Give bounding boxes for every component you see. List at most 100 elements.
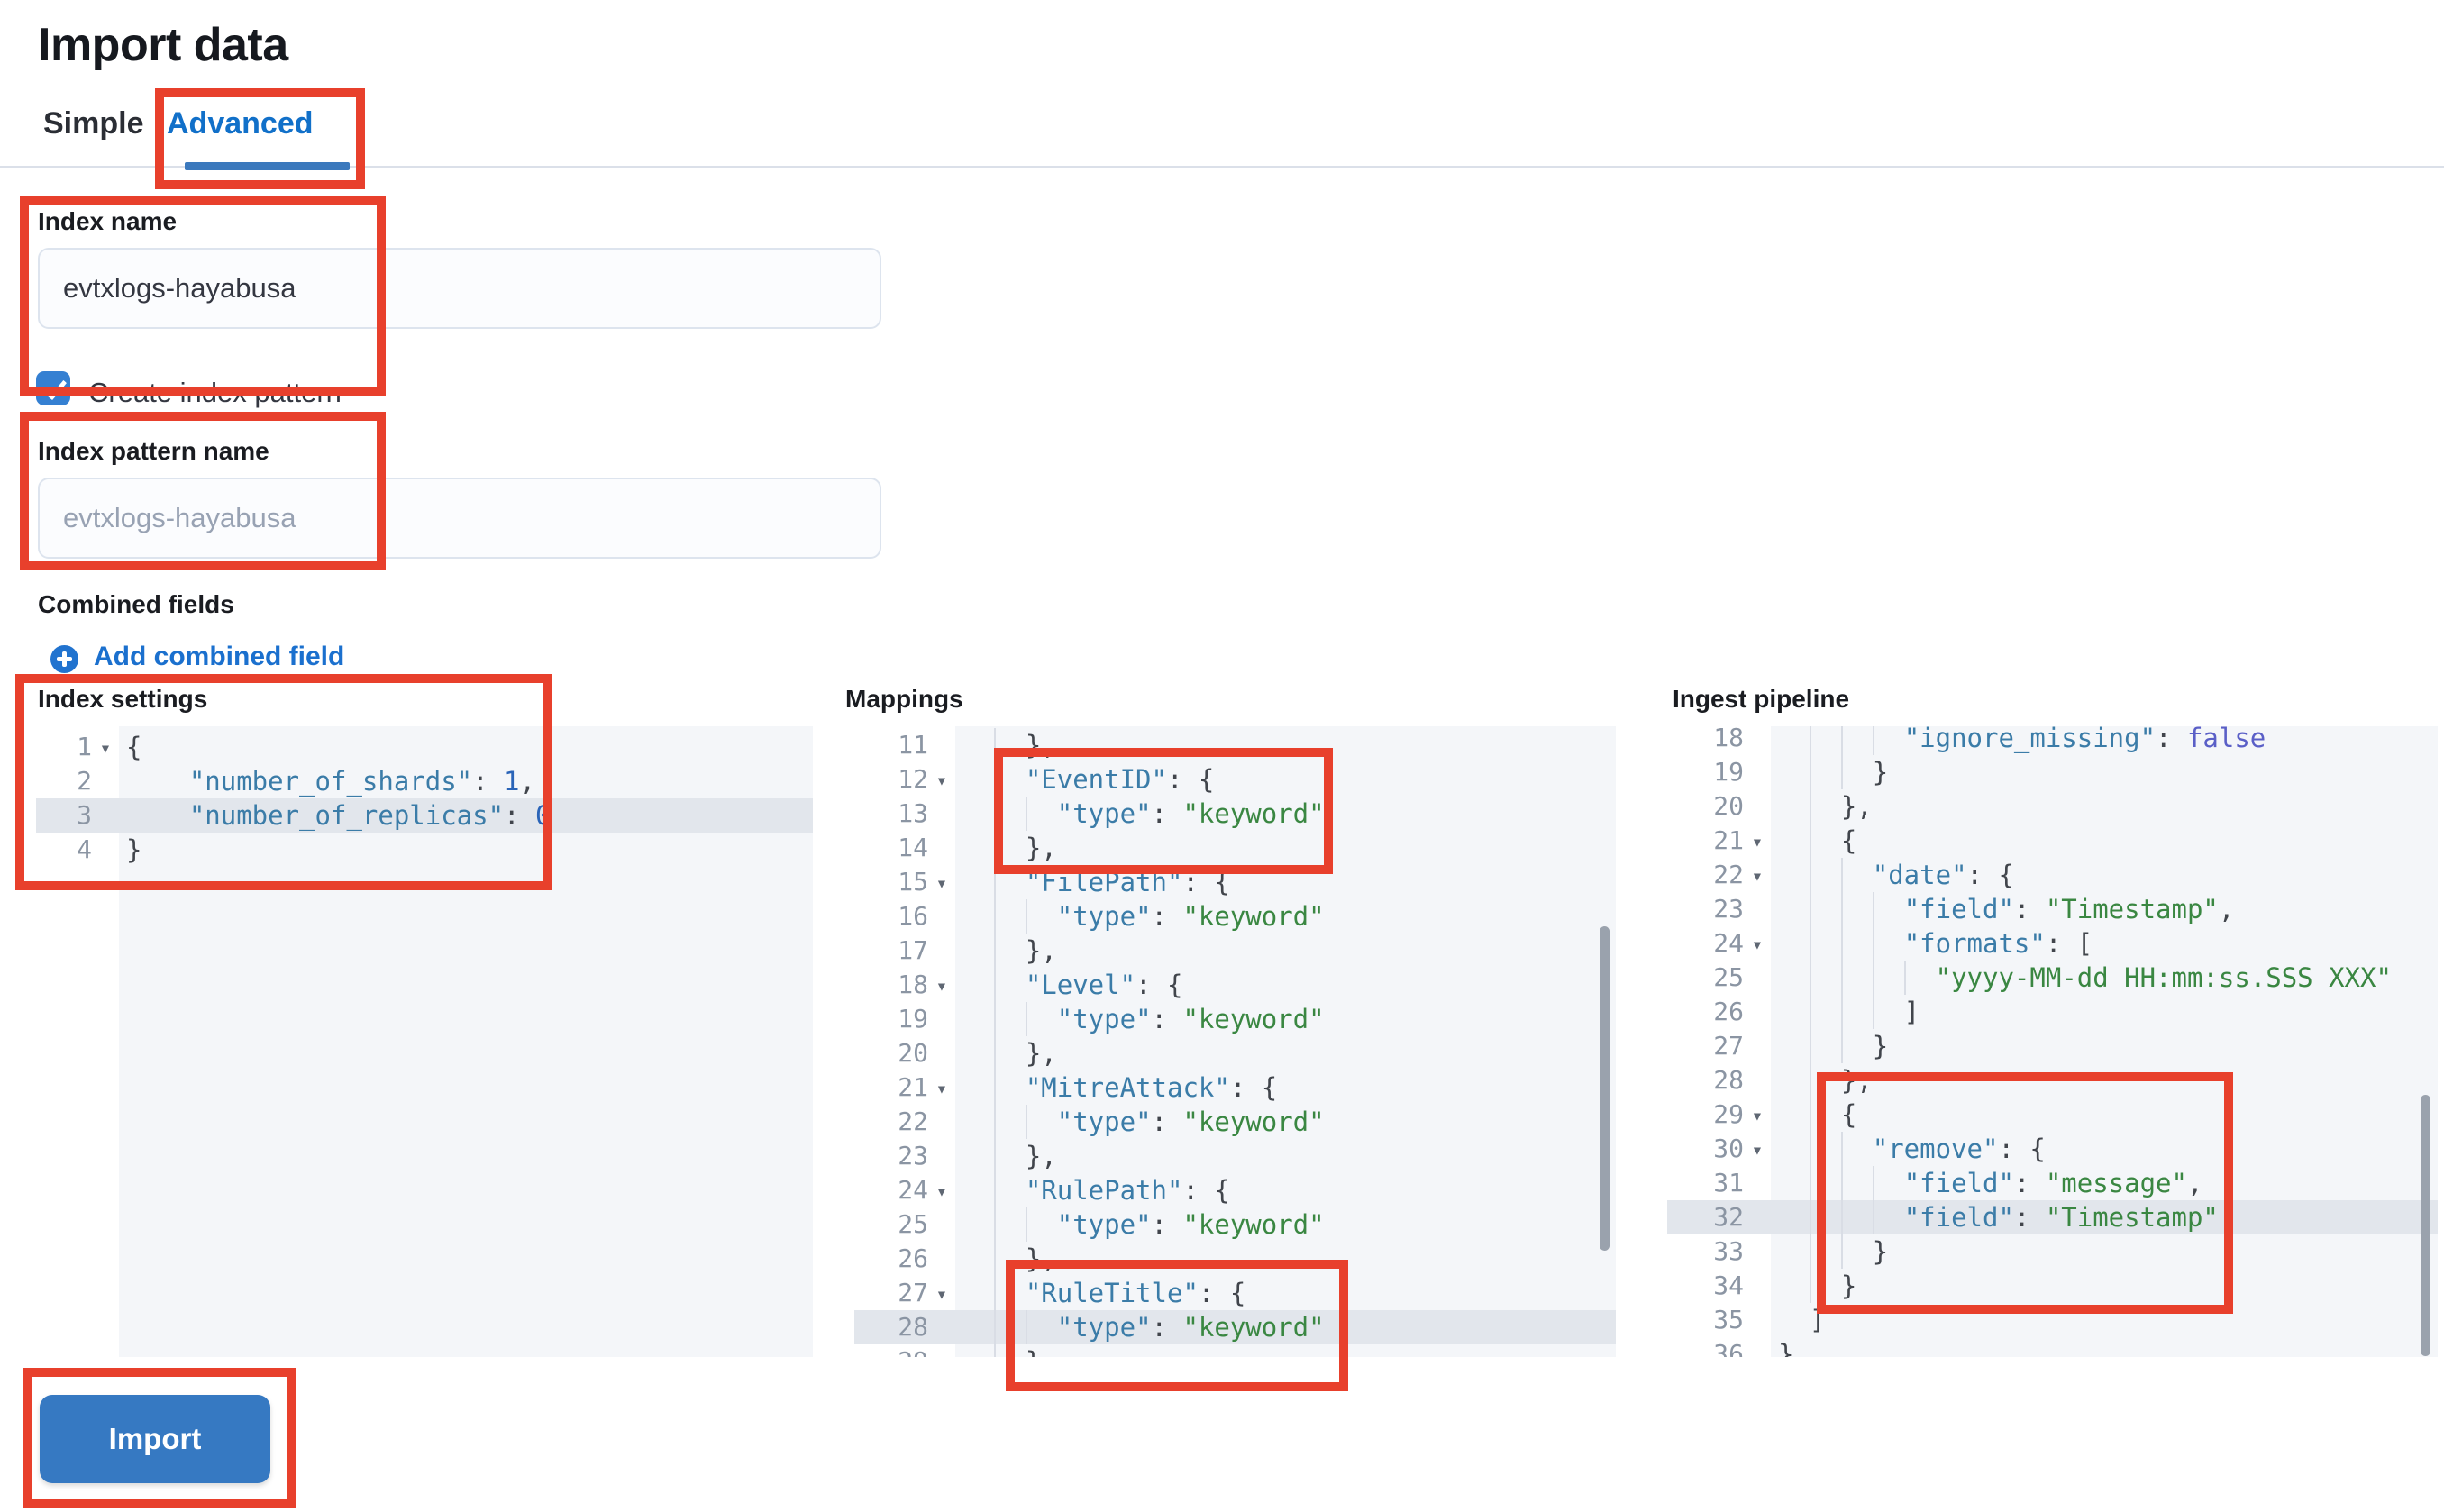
index-settings-editor[interactable]: 1▾{2 "number_of_shards": 1,3 "number_of_… xyxy=(36,726,813,1357)
code-text: "type": "keyword" xyxy=(955,1207,1616,1242)
code-text: "remove": { xyxy=(1771,1132,2438,1166)
line-number: 27 xyxy=(1713,1031,1744,1061)
index-settings-label: Index settings xyxy=(38,685,208,713)
fold-spacer xyxy=(1744,1234,1771,1269)
plus-circle-icon[interactable] xyxy=(50,645,78,673)
indent-guide xyxy=(1840,858,1843,892)
code-text: { xyxy=(1778,1098,1857,1132)
indent-guide xyxy=(1809,1166,1811,1200)
indent-guide xyxy=(1809,789,1811,824)
indent-guide xyxy=(1809,961,1811,995)
fold-arrow-icon[interactable]: ▾ xyxy=(935,1078,948,1099)
code-line: 28 }, xyxy=(1667,1063,2438,1098)
fold-arrow-icon[interactable]: ▾ xyxy=(1751,1105,1764,1126)
add-combined-field-link[interactable]: Add combined field xyxy=(94,642,345,671)
line-number: 21 xyxy=(898,1072,928,1102)
fold-arrow-icon[interactable]: ▾ xyxy=(935,975,948,997)
indent-guide xyxy=(1809,1200,1811,1234)
line-number: 15 xyxy=(898,867,928,897)
code-line: 26 ] xyxy=(1667,995,2438,1029)
code-text: } xyxy=(1778,1234,1889,1269)
code-text: }, xyxy=(962,934,1057,968)
indent-guide xyxy=(1025,1310,1027,1344)
fold-arrow-icon[interactable]: ▾ xyxy=(1751,934,1764,955)
combined-fields-label: Combined fields xyxy=(38,590,234,618)
line-number: 29 xyxy=(1713,1099,1744,1129)
fold-arrow-icon[interactable]: ▾ xyxy=(935,1180,948,1202)
code-line: 24▾ "RulePath": { xyxy=(854,1173,1616,1207)
indent-guide xyxy=(1809,892,1811,926)
code-line: 18 "ignore_missing": false xyxy=(1667,726,2438,755)
fold-arrow-icon[interactable]: ▾ xyxy=(99,737,112,759)
indent-guide xyxy=(993,1070,996,1105)
scrollbar-thumb[interactable] xyxy=(1600,926,1610,1251)
code-line: 36} xyxy=(1667,1337,2438,1357)
gutter-cell: 22▾ xyxy=(1667,858,1771,892)
gutter-cell: 26 xyxy=(1667,995,1771,1029)
line-number: 23 xyxy=(1713,894,1744,924)
code-line: 12 ▾ "EventID": { xyxy=(854,762,1616,797)
tab-advanced[interactable]: Advanced xyxy=(167,106,314,141)
fold-arrow-icon[interactable]: ▾ xyxy=(1751,1139,1764,1161)
line-number: 12 xyxy=(898,764,928,794)
gutter-cell: 33 xyxy=(1667,1234,1771,1269)
fold-arrow-icon[interactable]: ▾ xyxy=(1751,831,1764,852)
code-line: 23 }, xyxy=(854,1139,1616,1173)
line-number: 4 xyxy=(77,834,92,864)
gutter-cell: 27 xyxy=(1667,1029,1771,1063)
gutter-cell: 19 xyxy=(854,1002,955,1036)
code-text: "EventID": { xyxy=(955,762,1616,797)
code-text: "type": "keyword" xyxy=(955,1105,1616,1139)
fold-spacer xyxy=(928,1002,955,1036)
line-number: 30 xyxy=(1713,1134,1744,1163)
line-number: 28 xyxy=(1713,1065,1744,1095)
line-number: 19 xyxy=(1713,757,1744,787)
code-line: 1▾{ xyxy=(36,730,813,764)
line-number: 26 xyxy=(898,1243,928,1273)
import-button[interactable]: Import xyxy=(40,1395,270,1483)
code-line: 22▾ "date": { xyxy=(1667,858,2438,892)
line-number: 34 xyxy=(1713,1271,1744,1300)
code-line: 28 "type": "keyword" xyxy=(854,1310,1616,1344)
scrollbar-thumb[interactable] xyxy=(2421,1095,2430,1356)
fold-arrow-icon[interactable]: ▾ xyxy=(935,770,948,791)
fold-spacer xyxy=(928,1310,955,1344)
gutter-cell: 21▾ xyxy=(1667,824,1771,858)
indent-guide xyxy=(993,1344,996,1357)
tab-simple[interactable]: Simple xyxy=(43,106,144,141)
code-text: { xyxy=(1778,824,1857,858)
code-text: }, xyxy=(962,831,1057,865)
gutter-cell: 32 xyxy=(1667,1200,1771,1234)
mappings-editor[interactable]: 11 },12▾ "EventID": {13 "type": "keyword… xyxy=(854,726,1616,1357)
line-number: 11 xyxy=(898,730,928,760)
code-line: 24▾ "formats": [ xyxy=(1667,926,2438,961)
fold-spacer xyxy=(1744,1269,1771,1303)
indent-guide xyxy=(1840,1132,1843,1166)
active-tab-underline xyxy=(185,162,350,170)
code-text: "RulePath": { xyxy=(955,1173,1616,1207)
code-line: 4} xyxy=(36,833,813,867)
create-index-pattern-checkbox[interactable] xyxy=(36,371,70,405)
code-text: }, xyxy=(1778,789,1873,824)
gutter-cell: 35 xyxy=(1667,1303,1771,1337)
fold-spacer xyxy=(1744,892,1771,926)
code-text: }, xyxy=(955,1344,1616,1357)
gutter-cell: 36 xyxy=(1667,1337,1771,1357)
index-name-input[interactable] xyxy=(38,248,881,329)
fold-arrow-icon[interactable]: ▾ xyxy=(1751,865,1764,887)
gutter-cell: 24▾ xyxy=(1667,926,1771,961)
indent-guide xyxy=(1840,726,1843,755)
fold-arrow-icon[interactable]: ▾ xyxy=(935,1283,948,1305)
indent-guide xyxy=(1872,961,1874,995)
gutter-cell: 3 xyxy=(36,798,119,833)
indent-guide xyxy=(1025,899,1027,934)
indent-guide xyxy=(1025,1207,1027,1242)
code-line: 31 "field": "message", xyxy=(1667,1166,2438,1200)
line-number: 26 xyxy=(1713,997,1744,1026)
gutter-cell: 23 xyxy=(1667,892,1771,926)
code-line: 34 } xyxy=(1667,1269,2438,1303)
index-pattern-name-input[interactable] xyxy=(38,478,881,559)
fold-arrow-icon[interactable]: ▾ xyxy=(935,872,948,894)
indent-guide xyxy=(1840,892,1843,926)
